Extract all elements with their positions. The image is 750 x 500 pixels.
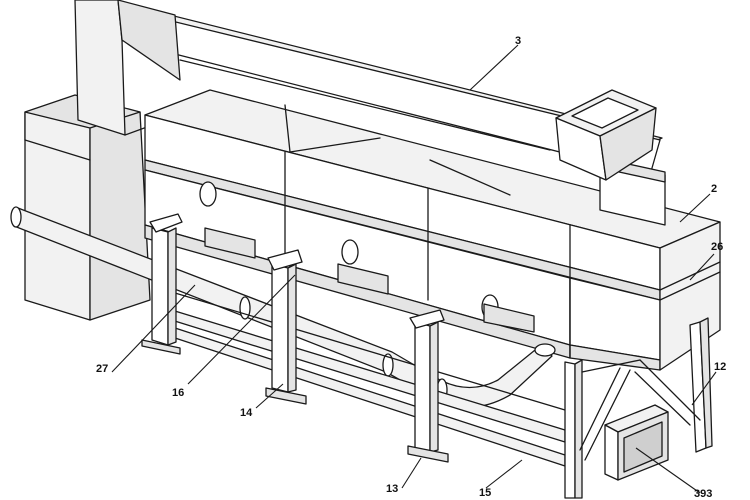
legs: [141, 213, 713, 499]
label-14: 14: [240, 407, 253, 419]
overhead-duct: [74, 0, 663, 176]
label-12: 12: [714, 361, 726, 373]
label-2: 2: [711, 183, 717, 195]
left-cabinet: [24, 94, 151, 321]
label-13: 13: [386, 483, 398, 495]
leader-lines: [111, 44, 717, 494]
callout-labels: 3 2 26 12 27 16 14 13 15 393: [96, 35, 726, 500]
discharge-box: [579, 359, 701, 481]
label-15: 15: [479, 487, 491, 499]
label-26: 26: [711, 241, 723, 253]
label-3: 3: [515, 35, 521, 47]
label-393: 393: [694, 488, 712, 500]
feed-hopper: [555, 89, 666, 226]
label-27: 27: [96, 363, 108, 375]
label-16: 16: [172, 387, 184, 399]
